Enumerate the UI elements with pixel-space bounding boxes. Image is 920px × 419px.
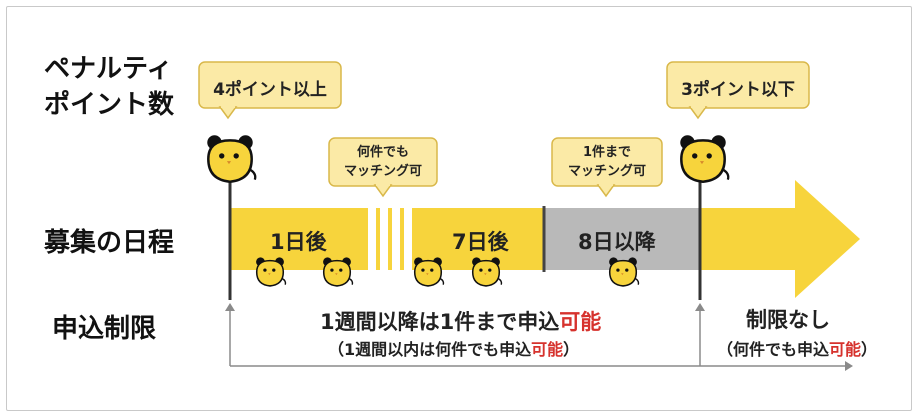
timeline-arrow-head (700, 180, 860, 298)
rule-main-accent: 可能 (559, 310, 602, 334)
callout-three-points-box (666, 61, 810, 109)
day8-label: 8日以降 (578, 230, 656, 254)
callout-one-line1: 1件まで (582, 145, 632, 160)
range-arrow-up-icon (225, 303, 235, 311)
rule-free-accent: 可能 (829, 340, 862, 359)
rule-free-title: 制限なし (746, 308, 830, 332)
callout-four-points: 4ポイント以上 (213, 80, 327, 100)
penalty-label-line2: ポイント数 (44, 90, 175, 120)
range-arrow-right-icon (845, 361, 853, 371)
day7-label: 7日後 (452, 230, 509, 254)
rule-sub: （1週間以内は何件でも申込可能） (328, 340, 580, 359)
schedule-label: 募集の日程 (44, 228, 175, 258)
bear-mascot-icon (471, 256, 503, 287)
restriction-label: 申込制限 (52, 314, 157, 344)
timeline-segment-day8 (544, 208, 700, 270)
callout-one-line2: マッチング可 (567, 164, 646, 179)
bear-mascot-icon (413, 256, 445, 287)
callout-any-line2: マッチング可 (343, 164, 422, 179)
timeline-gap-stripe (388, 208, 392, 270)
day1-label: 1日後 (270, 230, 327, 254)
bear-mascot-icon (322, 256, 354, 287)
callout-four-points-box (198, 61, 342, 109)
bear-mascot-icon (608, 256, 640, 287)
timeline-gap-stripe (400, 208, 404, 270)
penalty-label-line1: ペナルティ (44, 54, 173, 84)
rule-free-sub: （何件でも申込可能） (717, 340, 878, 359)
bear-mascot-icon (206, 133, 257, 183)
rule-sub-accent: 可能 (531, 340, 564, 359)
bear-mascot-icon (679, 133, 730, 183)
callout-three-points: 3ポイント以下 (681, 80, 795, 100)
timeline-gap-stripe (376, 208, 380, 270)
callout-any-line1: 何件でも (356, 145, 409, 160)
bear-mascot-icon (255, 256, 287, 287)
rule-main: 1週間以降は1件まで申込可能 (320, 310, 602, 334)
range-arrow-up-icon (695, 303, 705, 311)
